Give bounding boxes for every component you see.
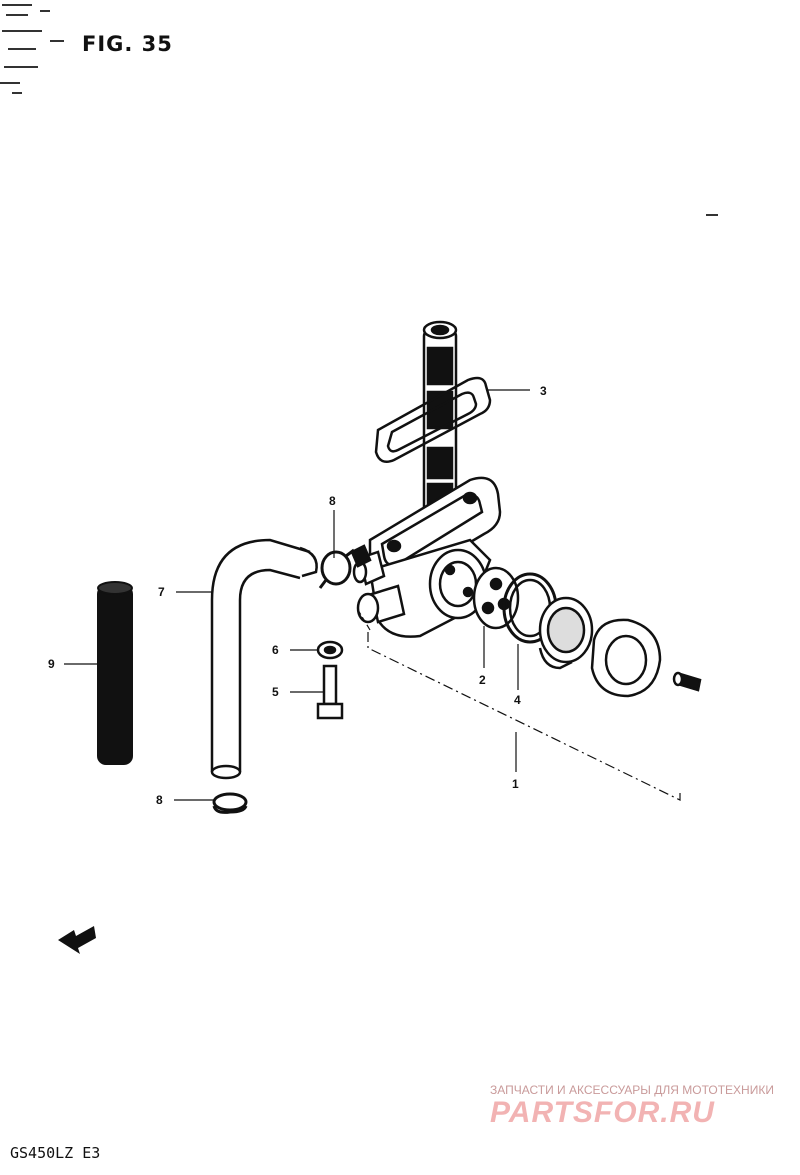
callout-4: 4 bbox=[514, 693, 521, 707]
fuel-valve-assembly bbox=[350, 320, 702, 698]
gasket-item-3 bbox=[374, 376, 492, 463]
callout-7: 7 bbox=[158, 585, 165, 599]
valve-plate bbox=[590, 618, 662, 698]
callout-8-upper: 8 bbox=[329, 494, 336, 508]
strainer-pipe bbox=[422, 320, 458, 522]
valve-body bbox=[350, 476, 502, 638]
watermark-tagline: ЗАПЧАСТИ И АКСЕССУАРЫ ДЛЯ МОТОТЕХНИКИ bbox=[490, 1083, 774, 1097]
callout-8-lower: 8 bbox=[156, 793, 163, 807]
washer-item-6 bbox=[316, 640, 344, 660]
screw bbox=[672, 671, 702, 692]
front-arrow-icon bbox=[58, 926, 96, 954]
callout-5: 5 bbox=[272, 685, 279, 699]
callout-9: 9 bbox=[48, 657, 55, 671]
callout-1: 1 bbox=[512, 777, 519, 791]
seal-item-2 bbox=[472, 566, 520, 630]
fuel-hose bbox=[210, 538, 318, 780]
bolt-item-5 bbox=[316, 664, 344, 720]
watermark-logo: PARTSFOR.RU bbox=[490, 1096, 715, 1129]
figure-title: FIG. 35 bbox=[82, 32, 173, 56]
callout-2: 2 bbox=[479, 673, 486, 687]
callout-3: 3 bbox=[540, 384, 547, 398]
protector-sleeve-item-9 bbox=[97, 581, 133, 765]
model-code: GS450LZ E3 bbox=[10, 1144, 101, 1162]
valve-cover bbox=[538, 596, 594, 670]
hose-clip-lower bbox=[212, 792, 248, 814]
scan-noise bbox=[0, 4, 718, 216]
callout-6: 6 bbox=[272, 643, 279, 657]
hose-clip-upper bbox=[318, 548, 355, 589]
leader-lines bbox=[64, 389, 681, 801]
